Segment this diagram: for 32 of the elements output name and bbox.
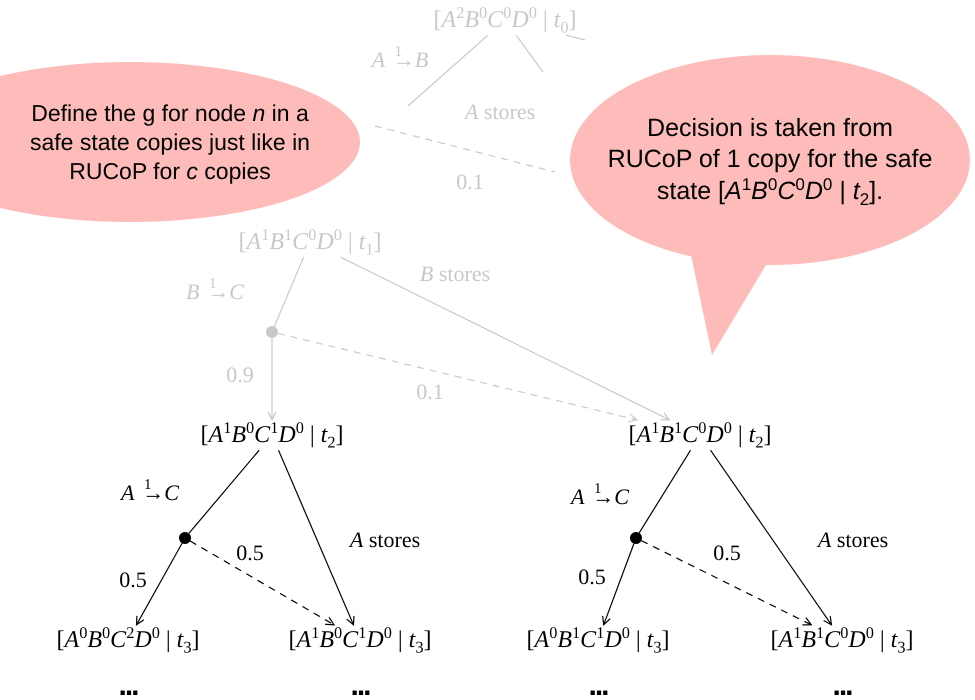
connector-line bbox=[274, 256, 304, 327]
arrow bbox=[710, 450, 832, 626]
connector-line bbox=[638, 450, 692, 534]
state-label: [A$^{1}$B$^{0}$C$^{1}$D$^{0}$ | t$_{3}$] bbox=[288, 626, 432, 654]
callout-text: Decision is taken from RUCoP of 1 copy for the safe state [A$^{1}$B$^{0}$C$^{0}$D$^{0}$ | t$_{2}$]. bbox=[606, 113, 934, 207]
chance-node-dot bbox=[630, 532, 642, 544]
arrow bbox=[190, 540, 335, 626]
callout-text: Define the g for node n in a safe state copies just like in RUCoP for c copies bbox=[29, 98, 311, 186]
ellipsis-label: ... bbox=[588, 677, 608, 695]
connector-line bbox=[566, 34, 586, 41]
ellipsis-label: ... bbox=[832, 677, 852, 695]
arrow bbox=[136, 542, 183, 626]
connector-line bbox=[516, 34, 544, 72]
arrow bbox=[267, 338, 277, 420]
speech-bubble bbox=[570, 55, 970, 355]
arrow bbox=[340, 256, 670, 420]
connector-line bbox=[188, 450, 260, 534]
ellipsis-label: ... bbox=[118, 677, 138, 695]
state-label: [A$^{1}$B$^{0}$C$^{1}$D$^{0}$ | t$_{2}$] bbox=[200, 422, 344, 448]
arrow bbox=[602, 543, 634, 626]
arrow bbox=[278, 332, 638, 422]
arrow bbox=[641, 540, 812, 626]
connector-line bbox=[408, 34, 488, 106]
chance-node-dot bbox=[266, 326, 278, 338]
speech-bubble bbox=[0, 62, 360, 222]
state-label: [A$^{0}$B$^{0}$C$^{2}$D$^{0}$ | t$_{3}$] bbox=[56, 626, 200, 654]
state-label: [A$^{0}$B$^{1}$C$^{1}$D$^{0}$ | t$_{3}$] bbox=[526, 626, 670, 654]
chance-node-dot bbox=[179, 532, 191, 544]
state-label: [A$^{1}$B$^{1}$C$^{0}$D$^{0}$ | t$_{2}$] bbox=[628, 422, 772, 448]
state-label: [A$^{1}$B$^{1}$C$^{0}$D$^{0}$ | t$_{3}$] bbox=[770, 626, 914, 654]
ellipsis-label: ... bbox=[350, 677, 370, 695]
arrow bbox=[278, 450, 355, 626]
